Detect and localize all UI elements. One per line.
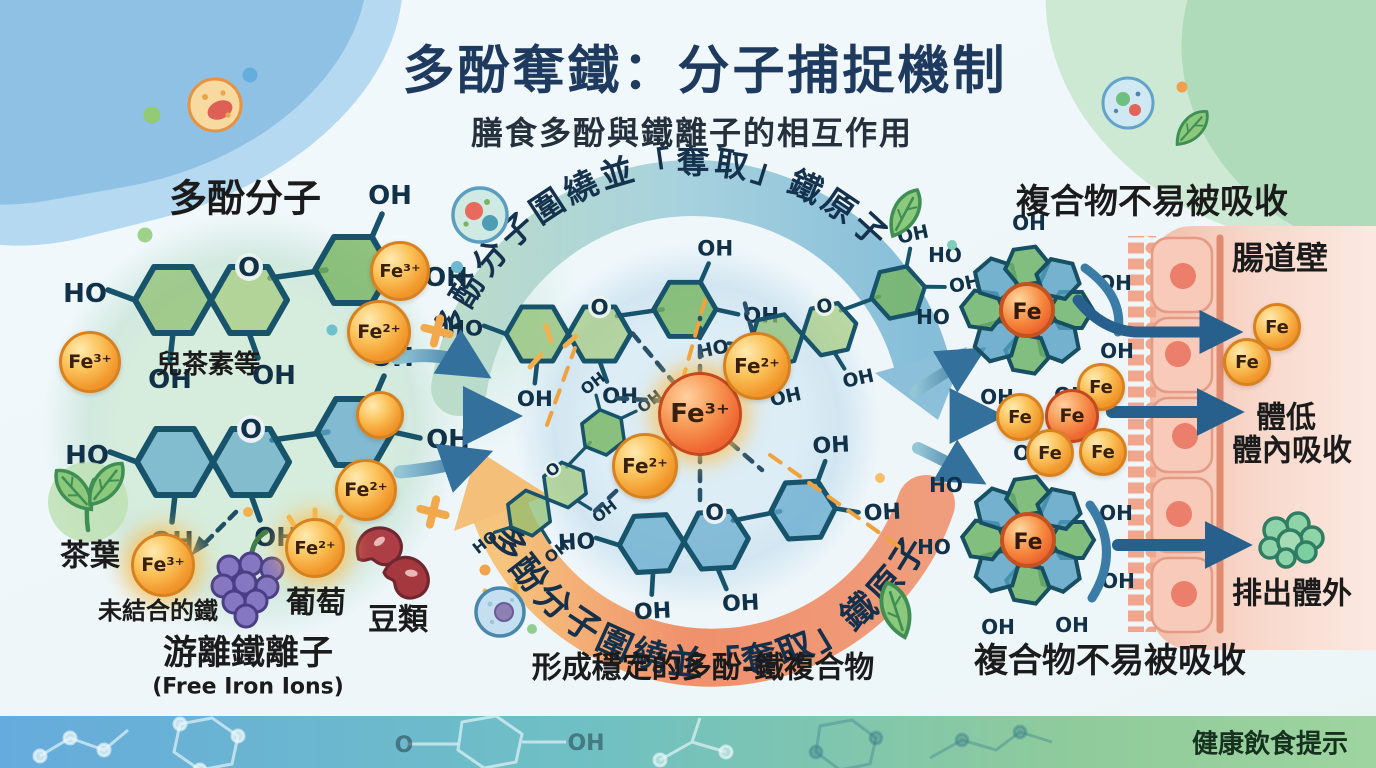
catechin-label: 兒茶素等 bbox=[155, 349, 261, 380]
beans-icon bbox=[355, 526, 430, 600]
svg-text:O: O bbox=[395, 733, 414, 758]
cell-icon-teal bbox=[451, 186, 509, 244]
fe3-ion-unbound: Fe³⁺ bbox=[131, 533, 195, 597]
fe-ion: Fe bbox=[1026, 429, 1074, 477]
absorb-label-line1: 體低 bbox=[1256, 400, 1316, 436]
center-caption: 形成穩定的多酚-鐵複合物 bbox=[531, 650, 875, 686]
footer-molecule-watermark: O OH bbox=[32, 716, 1053, 768]
grapes-icon bbox=[210, 529, 285, 629]
center-to-right-arrows bbox=[878, 347, 1006, 485]
unbound-iron-label: 未結合的鐵 bbox=[98, 597, 218, 625]
footer-tip-label: 健康飲食提示 bbox=[1191, 729, 1348, 760]
svg-text:OH: OH bbox=[567, 731, 604, 756]
decor-dot bbox=[479, 564, 491, 576]
wall-crossing-arrows bbox=[1072, 294, 1253, 569]
iron-ball bbox=[356, 391, 404, 439]
left-section-heading: 多酚分子 bbox=[168, 176, 322, 221]
decor-dot bbox=[137, 227, 153, 243]
fe-ion: Fe bbox=[1079, 428, 1127, 476]
fe-ion-absorbed: Fe bbox=[1253, 303, 1301, 351]
free-iron-heading-en: (Free Iron Ions) bbox=[152, 674, 344, 700]
fe3-ion: Fe³⁺ bbox=[59, 331, 121, 393]
excrete-label: 排出體外 bbox=[1232, 576, 1352, 612]
fe2-ion-center: Fe²⁺ bbox=[723, 332, 791, 400]
fe2-ion: Fe²⁺ bbox=[335, 459, 397, 521]
decor-dot bbox=[143, 106, 161, 124]
decor-dot bbox=[1176, 81, 1188, 93]
excreted-complex-icon bbox=[1258, 511, 1325, 569]
absorb-label-line2: 體內吸收 bbox=[1232, 433, 1352, 469]
decor-dot bbox=[243, 507, 253, 517]
decor-dot bbox=[326, 324, 338, 336]
free-iron-heading: 游離鐵離子 bbox=[163, 632, 333, 673]
fe-ion: Fe bbox=[996, 393, 1044, 441]
footer-band: O OH 健康飲食提示 bbox=[0, 716, 1376, 768]
fe3-ion-center: Fe³⁺ bbox=[658, 372, 742, 456]
fe2-ion: Fe²⁺ bbox=[347, 300, 411, 364]
fe3-ion: Fe³⁺ bbox=[370, 241, 430, 301]
decor-dot bbox=[875, 473, 885, 483]
tea-leaf-icon bbox=[46, 454, 133, 542]
fe2-ion-center: Fe²⁺ bbox=[612, 433, 678, 499]
right-heading-bottom: 複合物不易被吸收 bbox=[974, 640, 1246, 681]
left-to-center-arrows bbox=[390, 329, 524, 493]
tea-label: 茶葉 bbox=[60, 538, 120, 574]
decor-dot bbox=[242, 67, 258, 83]
unbound-iron-dashed-arrow bbox=[191, 509, 239, 556]
intestine-wall-label: 腸道壁 bbox=[1231, 239, 1329, 277]
decor-dot bbox=[947, 240, 957, 250]
right-heading-top: 複合物不易被吸收 bbox=[1016, 181, 1288, 222]
leaf-icon bbox=[1168, 103, 1216, 153]
decor-dot bbox=[527, 624, 537, 634]
fe-ion-absorbed: Fe bbox=[1223, 338, 1271, 386]
cell-icon-blue bbox=[474, 586, 526, 638]
cell-icon-orange bbox=[187, 77, 243, 133]
grape-label: 葡萄 bbox=[286, 585, 346, 621]
cell-icon-top-right bbox=[1101, 76, 1155, 130]
fe2-ion: Fe²⁺ bbox=[285, 518, 345, 578]
decor-dot bbox=[451, 261, 463, 273]
page-subtitle: 膳食多酚與鐵離子的相互作用 bbox=[470, 114, 914, 152]
intestinal-wall bbox=[1128, 234, 1224, 634]
bean-label: 豆類 bbox=[368, 602, 428, 638]
page-title: 多酚奪鐵：分子捕捉機制 bbox=[402, 41, 1008, 102]
